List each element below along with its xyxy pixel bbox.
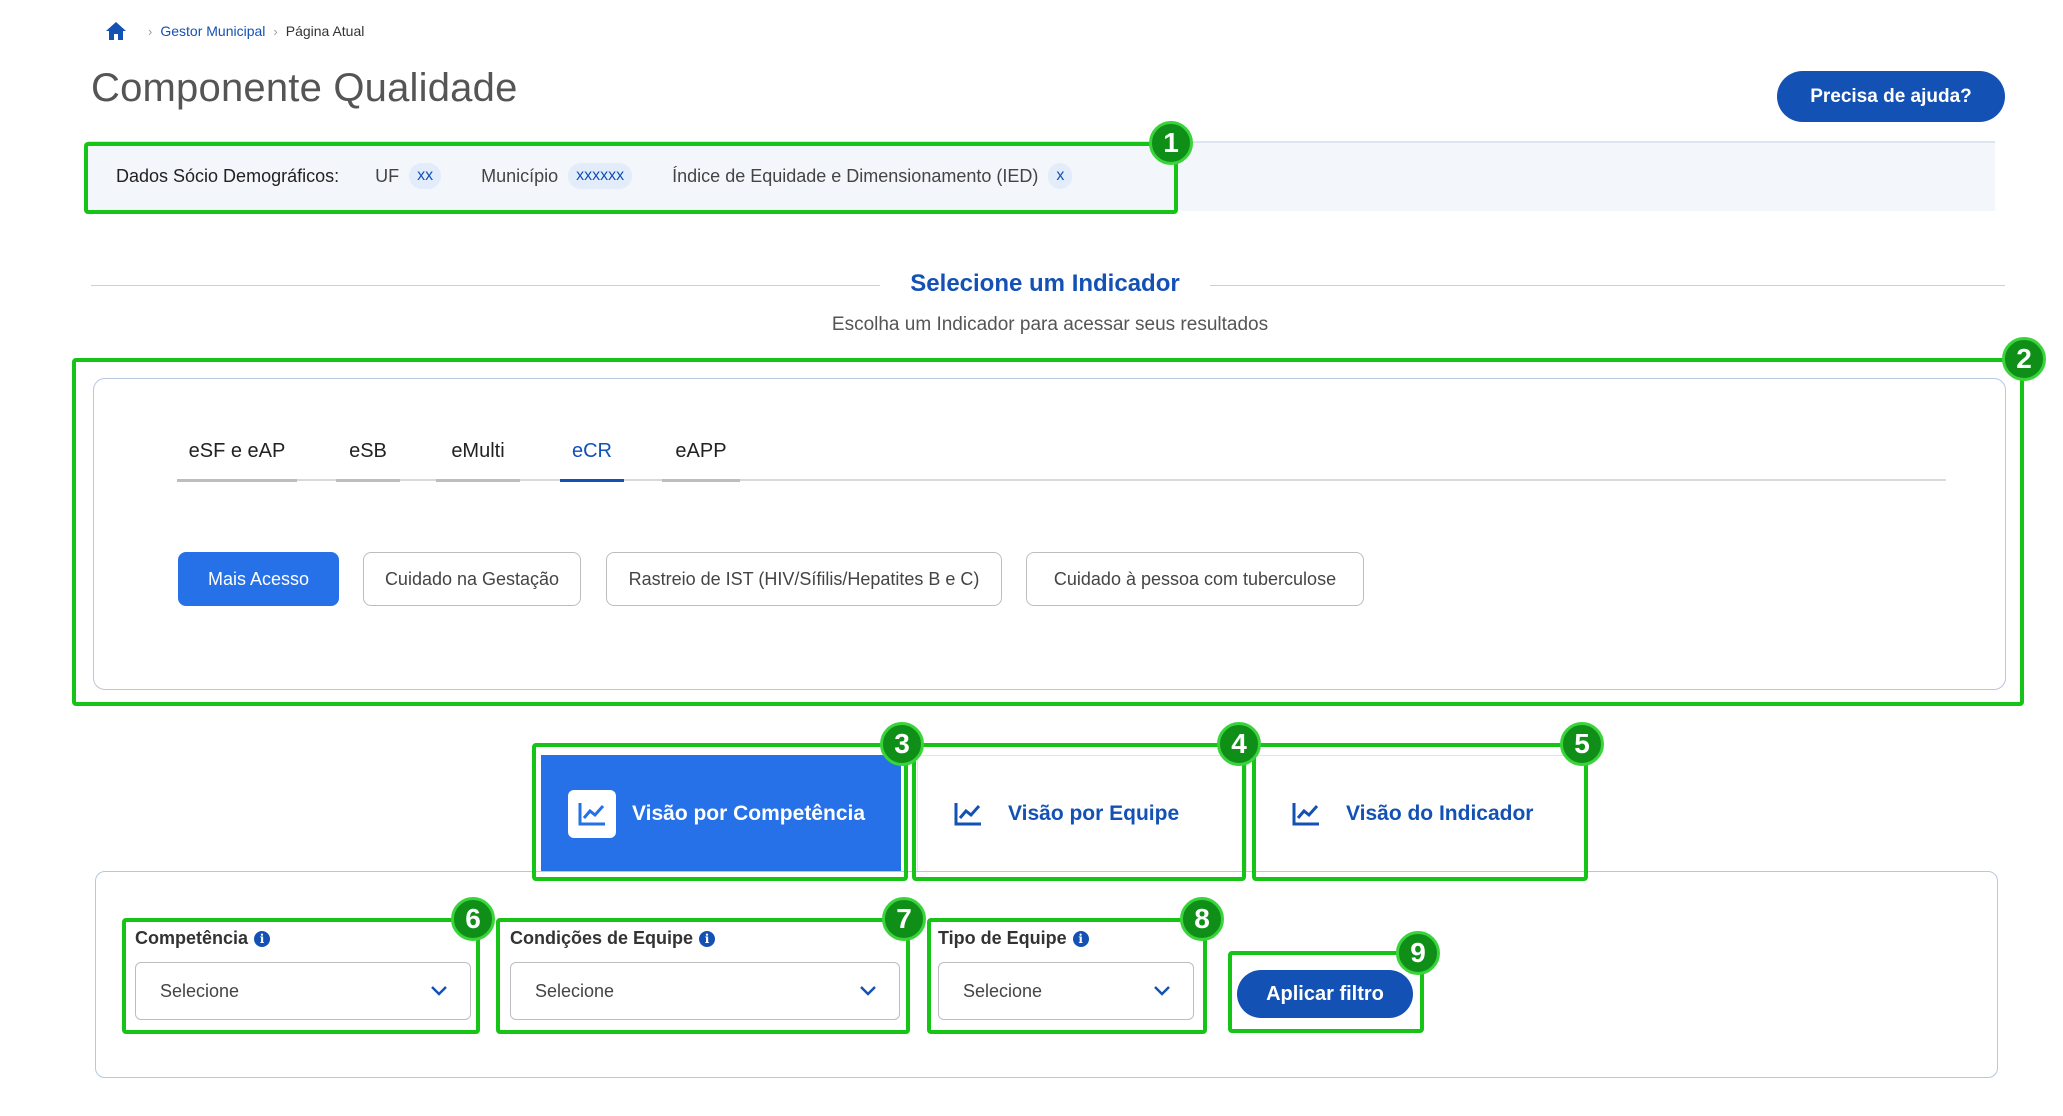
indicator-tuberculose-button[interactable]: Cuidado à pessoa com tuberculose: [1026, 552, 1364, 606]
chart-line-icon: [1282, 790, 1330, 838]
tab-underline: [662, 479, 740, 482]
view-label: Visão do Indicador: [1346, 801, 1534, 825]
tab-underline: [560, 479, 624, 482]
page-title: Componente Qualidade: [91, 66, 518, 110]
tipo-label: Tipo de Equipe i: [938, 928, 1089, 949]
chevron-right-icon: ›: [148, 23, 153, 39]
tab-underline: [436, 479, 520, 482]
tab-label: eAPP: [675, 440, 727, 462]
municipio-label: Município: [481, 165, 559, 186]
condicoes-label: Condições de Equipe i: [510, 928, 716, 949]
competencia-label-text: Competência: [135, 928, 249, 948]
view-label: Visão por Competência: [632, 801, 866, 825]
ied-label: Índice de Equidade e Dimensionamento (IE…: [672, 165, 1039, 186]
municipio-value-badge: xxxxxx: [568, 163, 633, 189]
apply-filter-button[interactable]: Aplicar filtro: [1237, 970, 1413, 1018]
section-heading: Selecione um Indicador: [880, 270, 1210, 298]
competencia-select[interactable]: Selecione: [135, 962, 471, 1020]
tab-label: eSF e eAP: [188, 440, 286, 462]
tabs-baseline: [177, 479, 1946, 481]
ied-value-badge: x: [1048, 163, 1073, 189]
annotation-badge-8: 8: [1180, 897, 1224, 941]
tab-emulti[interactable]: eMulti: [436, 440, 520, 482]
breadcrumb-link-gestor[interactable]: Gestor Municipal: [160, 23, 266, 39]
tab-visao-equipe[interactable]: Visão por Equipe: [917, 755, 1247, 871]
help-button[interactable]: Precisa de ajuda?: [1777, 71, 2005, 122]
tab-underline: [336, 479, 400, 482]
tab-label: eCR: [571, 440, 612, 462]
annotation-badge-5: 5: [1560, 722, 1604, 766]
competencia-select-value: Selecione: [160, 980, 240, 1001]
condicoes-select[interactable]: Selecione: [510, 962, 900, 1020]
indicator-rastreio-ist-button[interactable]: Rastreio de IST (HIV/Sífilis/Hepatites B…: [606, 552, 1002, 606]
socio-label: Dados Sócio Demográficos:: [116, 165, 340, 186]
tab-visao-competencia[interactable]: Visão por Competência: [541, 755, 901, 871]
uf-label: UF: [375, 165, 400, 186]
tab-ecr[interactable]: eCR: [560, 440, 624, 482]
home-icon[interactable]: [104, 19, 128, 43]
info-icon[interactable]: i: [254, 930, 271, 947]
annotation-badge-7: 7: [882, 897, 926, 941]
tab-visao-indicador[interactable]: Visão do Indicador: [1255, 755, 1585, 871]
condicoes-label-text: Condições de Equipe: [510, 928, 694, 948]
divider-right: [1208, 285, 2005, 286]
info-icon[interactable]: i: [699, 930, 716, 947]
chevron-right-icon: ›: [273, 23, 278, 39]
indicator-panel: [93, 378, 2006, 690]
info-icon[interactable]: i: [1072, 930, 1089, 947]
annotation-badge-3: 3: [880, 722, 924, 766]
tipo-select[interactable]: Selecione: [938, 962, 1194, 1020]
annotation-badge-1: 1: [1149, 121, 1193, 165]
tipo-label-text: Tipo de Equipe: [938, 928, 1067, 948]
annotation-badge-4: 4: [1217, 722, 1261, 766]
section-subheading: Escolha um Indicador para acessar seus r…: [831, 314, 1269, 335]
tab-eapp[interactable]: eAPP: [662, 440, 740, 482]
tab-esb[interactable]: eSB: [336, 440, 400, 482]
indicator-mais-acesso-button[interactable]: Mais Acesso: [178, 552, 339, 606]
breadcrumb: › Gestor Municipal › Página Atual: [104, 18, 364, 44]
divider-left: [91, 285, 881, 286]
annotation-badge-9: 9: [1396, 931, 1440, 975]
chart-line-icon: [944, 790, 992, 838]
annotation-badge-6: 6: [451, 897, 495, 941]
annotation-badge-2: 2: [2002, 337, 2046, 381]
competencia-label: Competência i: [135, 928, 271, 949]
chevron-down-icon: [860, 986, 876, 996]
tab-label: eSB: [349, 440, 387, 462]
tab-esf-eap[interactable]: eSF e eAP: [177, 440, 297, 482]
socio-demographic-info: Dados Sócio Demográficos: UF xx Municípi…: [116, 160, 1112, 192]
indicator-cuidado-gestacao-button[interactable]: Cuidado na Gestação: [363, 552, 581, 606]
condicoes-select-value: Selecione: [535, 980, 615, 1001]
chart-line-icon: [568, 789, 616, 838]
tipo-select-value: Selecione: [963, 980, 1043, 1001]
tab-underline: [177, 479, 297, 482]
uf-value-badge: xx: [409, 163, 442, 189]
chevron-down-icon: [431, 986, 447, 996]
chevron-down-icon: [1154, 986, 1170, 996]
view-label: Visão por Equipe: [1008, 801, 1180, 825]
breadcrumb-current: Página Atual: [285, 23, 365, 39]
tab-label: eMulti: [451, 440, 505, 462]
